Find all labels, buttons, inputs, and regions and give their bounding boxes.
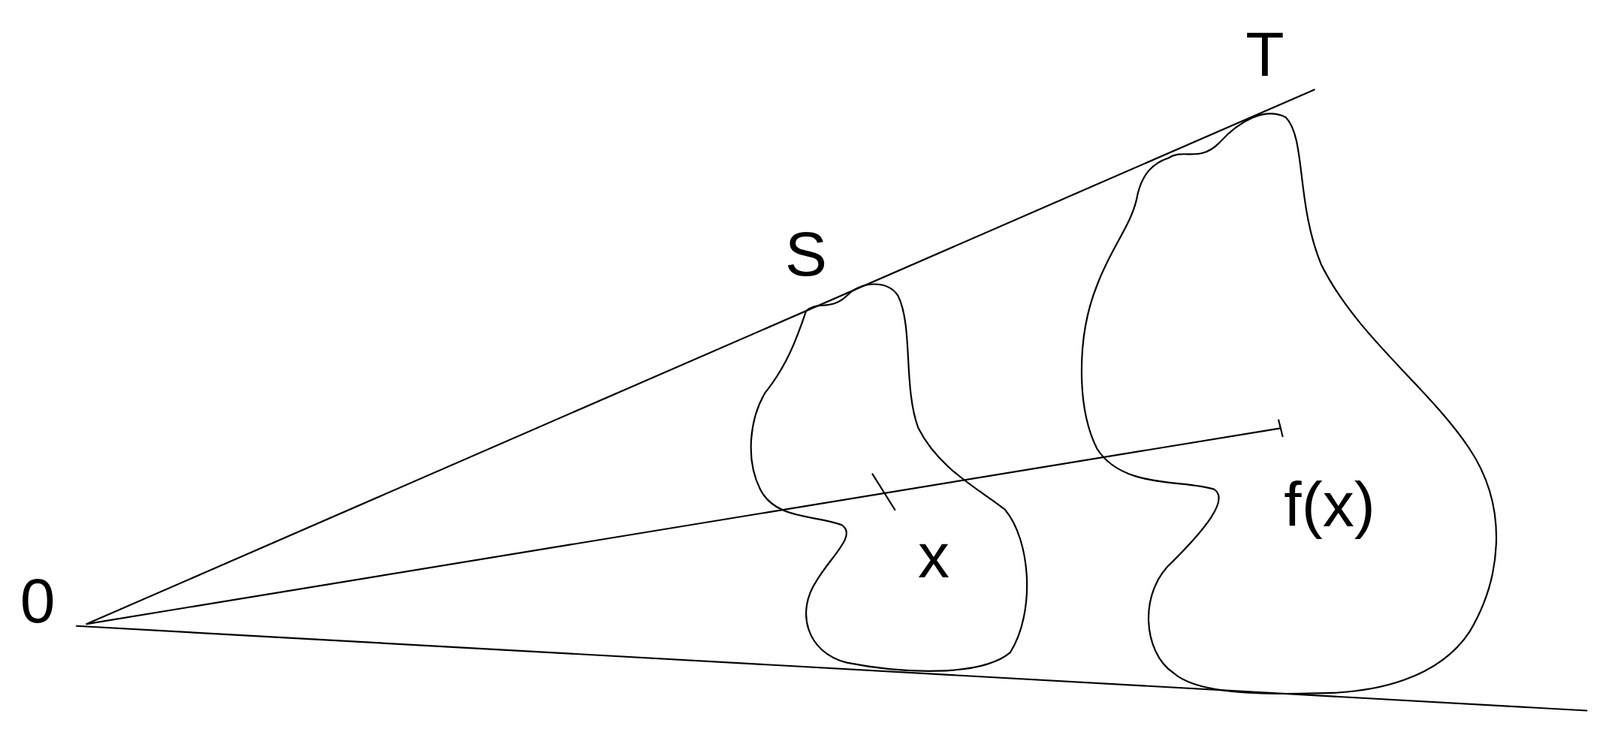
tick-mark xyxy=(1278,419,1283,437)
cone-edge xyxy=(86,89,1314,625)
image-label: f(x) xyxy=(1283,473,1375,537)
set-label: T xyxy=(1245,22,1284,86)
cone-edge xyxy=(76,626,1587,712)
tick-mark xyxy=(872,473,895,511)
origin-label: 0 xyxy=(20,569,56,633)
point-label: x xyxy=(917,524,950,588)
set-t-outline xyxy=(1081,114,1497,695)
ray xyxy=(86,428,1280,625)
set-label: S xyxy=(784,222,828,286)
set-s-outline xyxy=(751,284,1027,672)
